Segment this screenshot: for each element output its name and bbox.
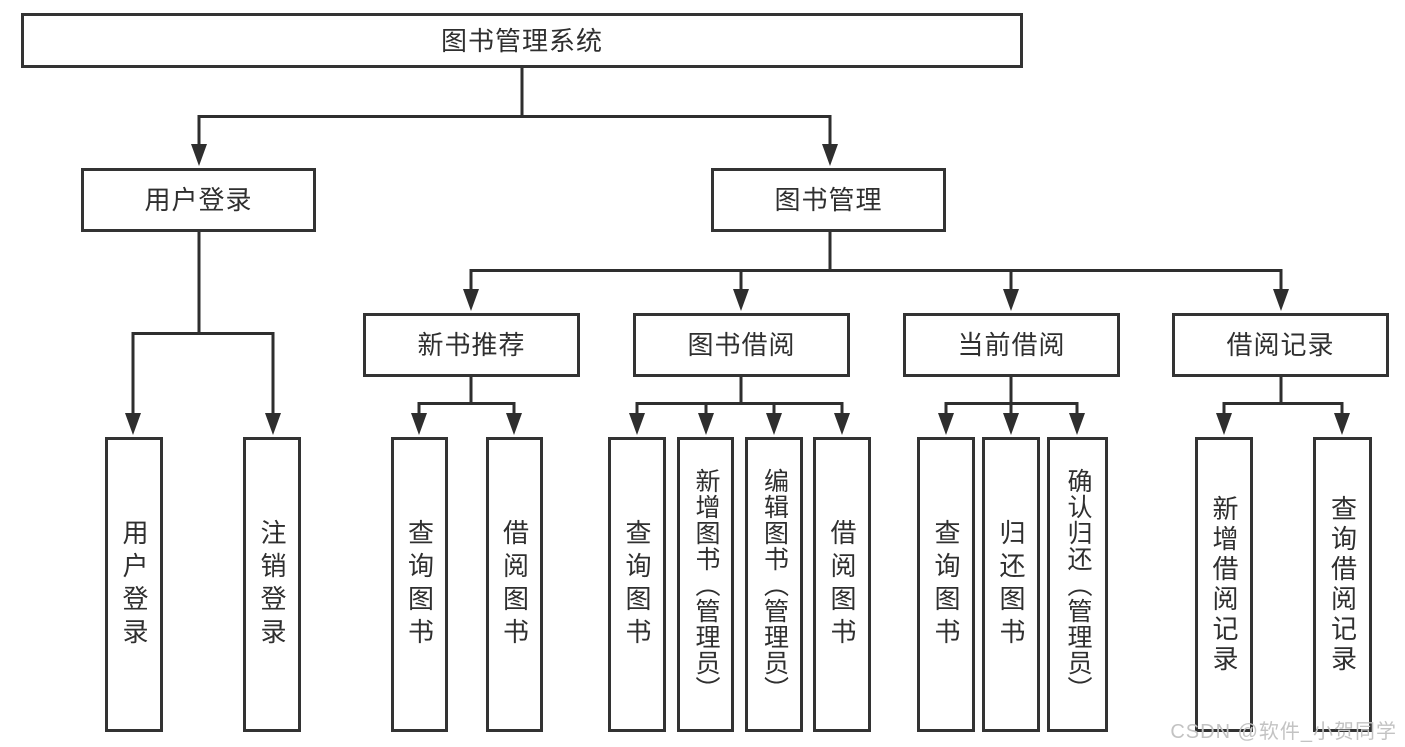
leaf-add-borrow-record: 新增借阅记录 xyxy=(1195,437,1253,732)
csdn-watermark: CSDN @软件_小贺同学 xyxy=(1170,721,1397,743)
leaf-confirm-return-admin: 确认归还（管理员） xyxy=(1047,437,1108,732)
leaf-borrow-books-recommend: 借阅图书 xyxy=(486,437,543,732)
leaf-user-login: 用户登录 xyxy=(105,437,163,732)
node-library-system: 图书管理系统 xyxy=(21,13,1023,68)
node-book-borrowing: 图书借阅 xyxy=(633,313,850,377)
leaf-query-books-recommend: 查询图书 xyxy=(391,437,448,732)
leaf-return-books: 归还图书 xyxy=(982,437,1040,732)
leaf-query-books-current: 查询图书 xyxy=(917,437,975,732)
node-new-book-recommendation: 新书推荐 xyxy=(363,313,580,377)
node-user-login-group: 用户登录 xyxy=(81,168,316,232)
node-book-management: 图书管理 xyxy=(711,168,946,232)
leaf-add-books-admin: 新增图书（管理员） xyxy=(677,437,734,732)
node-current-borrowing: 当前借阅 xyxy=(903,313,1120,377)
leaf-logout: 注销登录 xyxy=(243,437,301,732)
leaf-edit-books-admin: 编辑图书（管理员） xyxy=(745,437,803,732)
leaf-query-borrow-record: 查询借阅记录 xyxy=(1313,437,1372,732)
node-borrowing-records: 借阅记录 xyxy=(1172,313,1389,377)
leaf-query-books-borrowing: 查询图书 xyxy=(608,437,666,732)
leaf-borrow-books-borrowing: 借阅图书 xyxy=(813,437,871,732)
